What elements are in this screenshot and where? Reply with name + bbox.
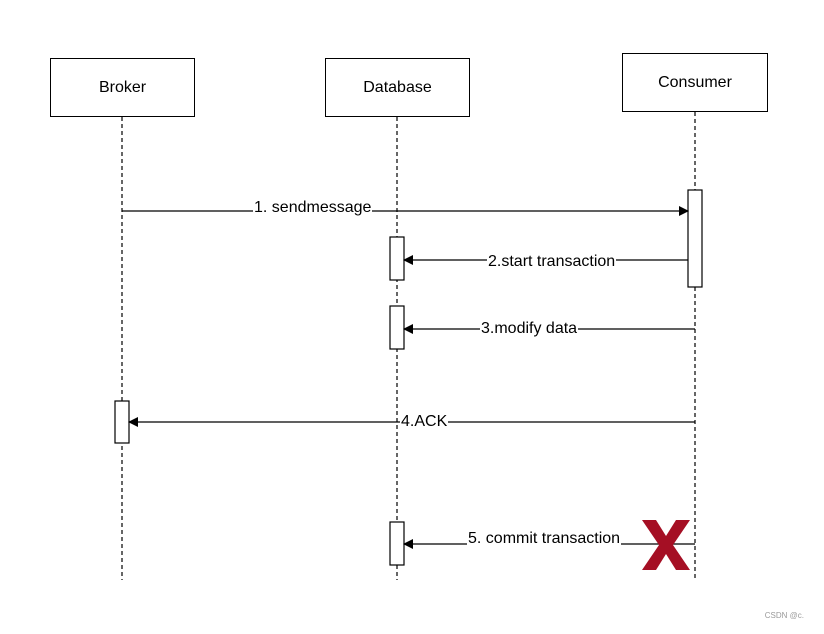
message-label-2: 2.start transaction <box>487 253 617 271</box>
activation-database-3 <box>389 521 405 566</box>
message-label-4: 4.ACK <box>400 413 449 431</box>
participant-consumer: Consumer <box>622 53 768 112</box>
activation-consumer <box>687 189 703 288</box>
participant-label: Database <box>363 78 432 96</box>
message-label-5: 5. commit transaction <box>467 530 622 548</box>
message-label-1: 1. sendmessage <box>253 199 373 217</box>
message-label-3: 3.modify data <box>480 320 579 338</box>
activation-database-2 <box>389 305 405 350</box>
participant-broker: Broker <box>50 58 195 117</box>
participant-label: Broker <box>98 78 147 96</box>
participant-database: Database <box>325 58 470 117</box>
activation-broker <box>114 400 130 444</box>
activation-database-1 <box>389 236 405 281</box>
participant-label: Consumer <box>658 73 732 91</box>
watermark: CSDN @c. <box>764 611 804 620</box>
x-cross-icon <box>642 520 690 570</box>
